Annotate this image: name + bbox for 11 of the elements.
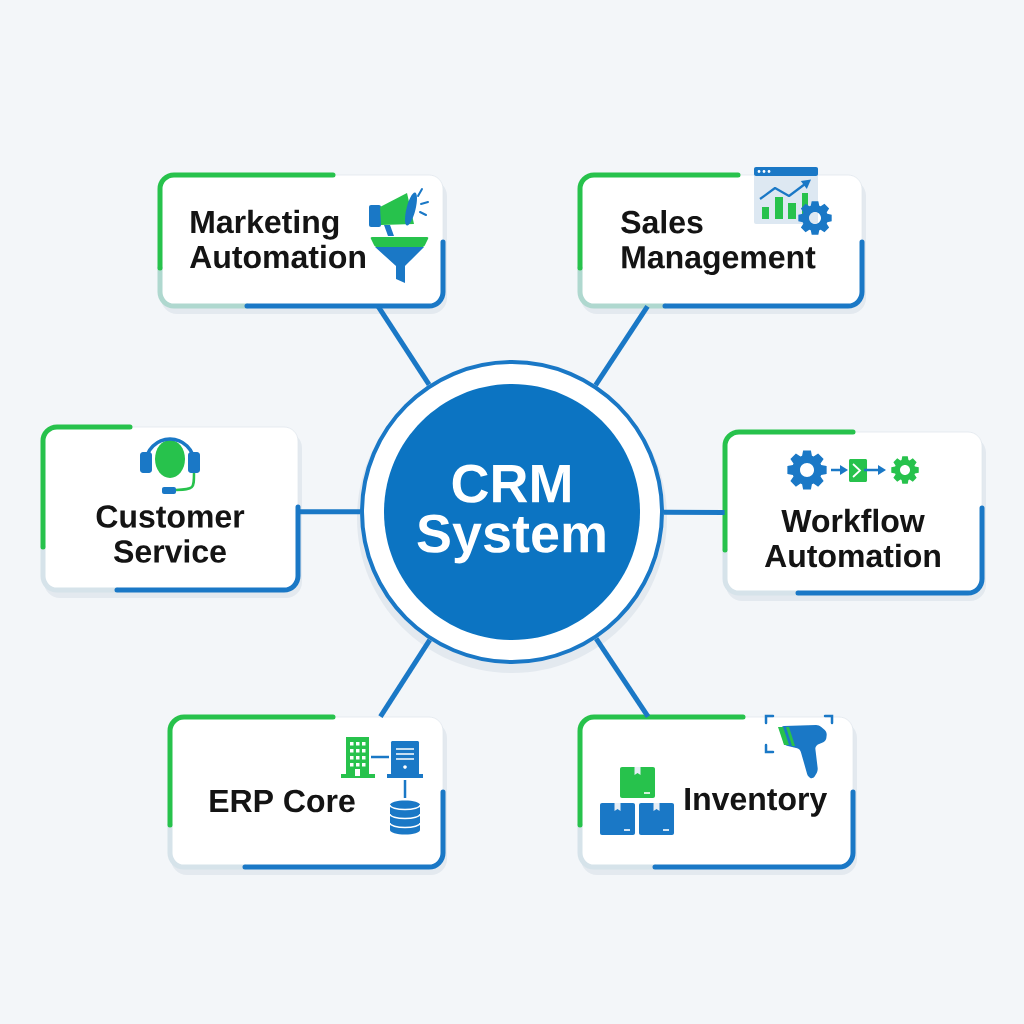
connector-line bbox=[594, 637, 651, 718]
module-box: Marketing Automation bbox=[157, 172, 447, 314]
module-box: Customer Service bbox=[40, 424, 302, 598]
connector-line bbox=[593, 305, 650, 387]
connector-line bbox=[378, 638, 432, 718]
connector-line bbox=[376, 305, 432, 386]
connector-line bbox=[664, 509, 725, 515]
connector-line bbox=[298, 509, 360, 515]
module-box: Workflow Automation bbox=[722, 429, 986, 601]
module-box: Sales Management bbox=[577, 172, 866, 314]
module-box: ERP Core bbox=[167, 714, 447, 875]
